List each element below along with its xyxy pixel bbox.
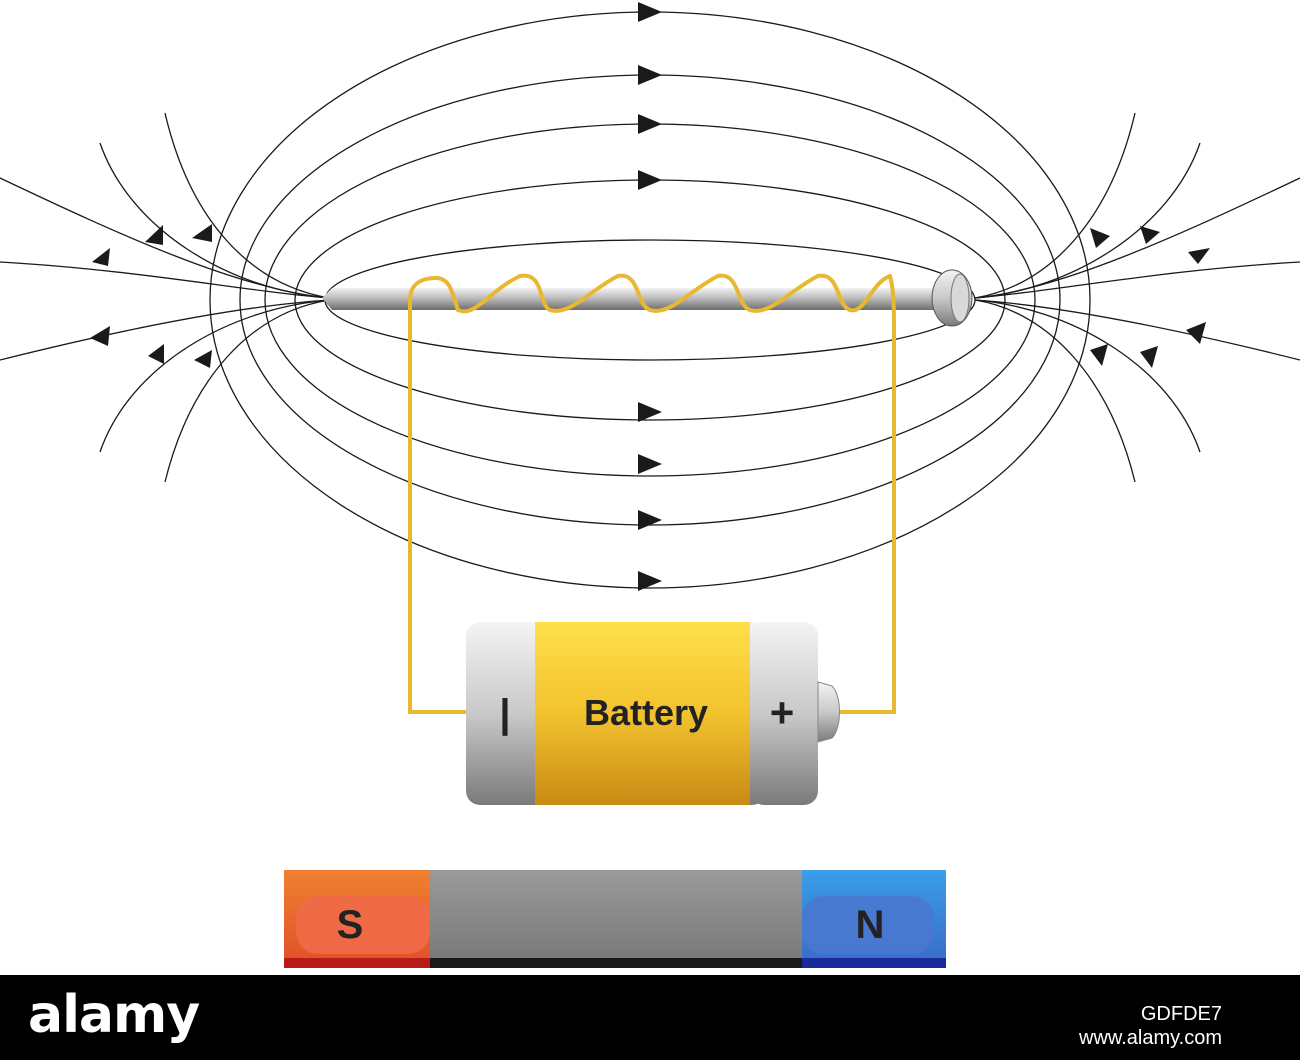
arrow-icon xyxy=(1188,248,1210,264)
arrow-icon xyxy=(192,224,212,242)
arrow-icon xyxy=(90,326,110,346)
battery-negative-symbol: | xyxy=(499,692,510,736)
site-url: www.alamy.com xyxy=(1079,1027,1222,1049)
arrow-icon xyxy=(145,225,163,245)
field-line-right xyxy=(974,299,1136,483)
field-line-right xyxy=(974,177,1300,299)
arrow-icon xyxy=(1140,226,1160,244)
arrow-icon xyxy=(638,510,662,530)
field-line-right xyxy=(974,112,1136,299)
arrow-icon xyxy=(638,402,662,422)
arrow-icon xyxy=(1140,346,1158,368)
magnet-south-label: S xyxy=(337,903,364,947)
field-line-left xyxy=(99,142,331,299)
wire-coil xyxy=(408,273,896,714)
arrow-icon xyxy=(638,114,662,134)
brand-logo: alamy xyxy=(28,985,200,1045)
arrow-icon xyxy=(638,65,662,85)
arrow-icon xyxy=(638,454,662,474)
field-line-right xyxy=(974,261,1300,299)
field-line-left xyxy=(0,261,331,299)
field-line-left xyxy=(0,177,331,299)
battery: | Battery + xyxy=(466,622,840,805)
field-line-left xyxy=(99,299,331,453)
field-line-right xyxy=(974,299,1300,361)
arrow-icon xyxy=(1186,322,1206,344)
battery-positive-symbol: + xyxy=(770,689,795,736)
arrow-icon xyxy=(148,344,164,364)
watermark-footer: alamy GDFDE7 www.alamy.com xyxy=(0,975,1300,1060)
magnet-body xyxy=(430,870,802,968)
electromagnet-diagram: | Battery + S N xyxy=(0,2,1300,968)
magnet-north-label: N xyxy=(856,903,885,947)
field-line-left xyxy=(164,299,331,483)
field-line-right xyxy=(974,299,1201,453)
arrow-icon xyxy=(638,2,662,22)
battery-body xyxy=(535,622,750,805)
battery-terminal xyxy=(817,681,840,743)
field-line-right xyxy=(974,142,1201,299)
field-arrows xyxy=(90,2,1210,591)
iron-nail xyxy=(322,269,973,327)
battery-label: Battery xyxy=(584,692,708,733)
arrow-icon xyxy=(1090,228,1110,248)
arrow-icon xyxy=(92,248,110,266)
bar-magnet: S N xyxy=(284,870,946,968)
field-line-left xyxy=(164,112,331,299)
arrow-icon xyxy=(638,571,662,591)
arrow-icon xyxy=(1090,344,1108,366)
field-line-left xyxy=(0,299,331,361)
arrow-icon xyxy=(638,170,662,190)
stock-id: GDFDE7 xyxy=(1140,1003,1222,1025)
arrow-icon xyxy=(194,350,212,368)
